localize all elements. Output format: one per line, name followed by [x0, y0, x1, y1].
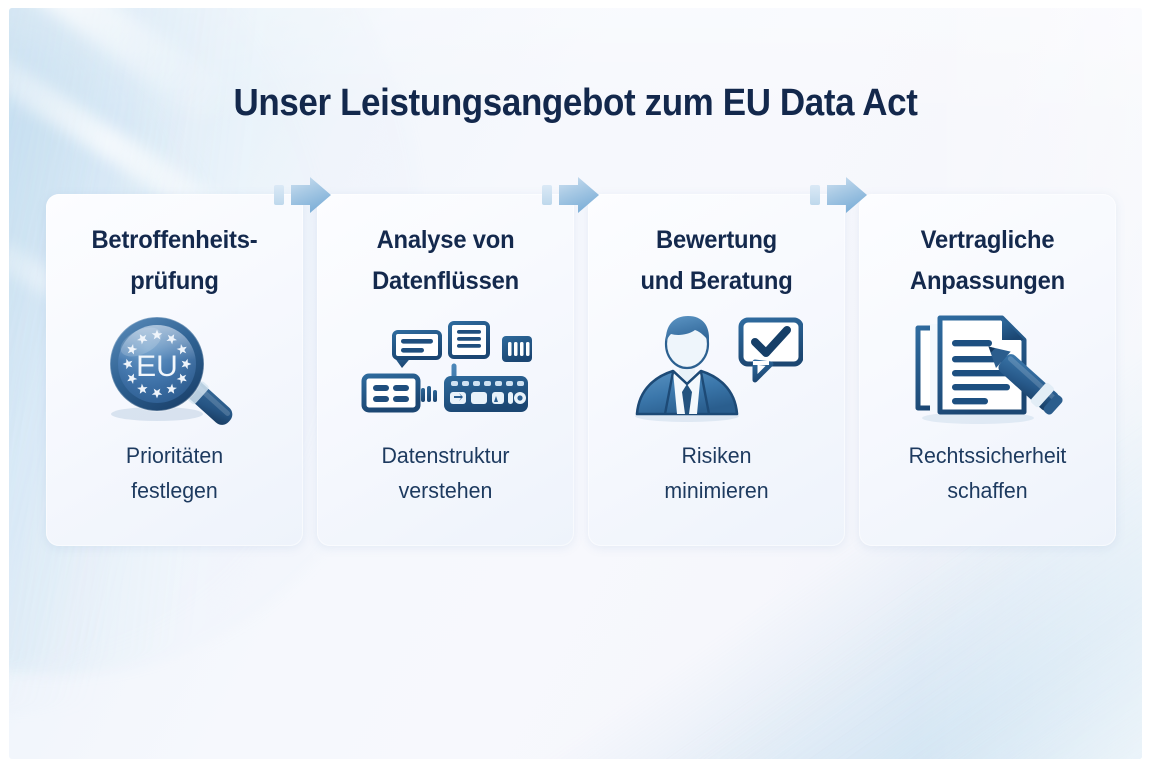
card-title-3-line1: Bewertung — [655, 226, 778, 254]
card-icon-wrap-3 — [588, 300, 845, 438]
card-title-2-line2: Datenflüssen — [372, 267, 519, 295]
card-title-4-line2: Anpassungen — [910, 267, 1065, 295]
card-title-1-line1: Betroffenheits- — [91, 226, 258, 254]
card-sub-4-line1: Rechtssicherheit — [908, 443, 1067, 468]
card-title-4-line1: Vertragliche — [920, 226, 1055, 254]
card-title-1: Betroffenheits- prüfung — [52, 220, 296, 302]
process-step-list: Betroffenheits- prüfung — [46, 194, 1116, 546]
card-sub-4-line2: schaffen — [947, 478, 1028, 503]
card-subtitle-3: Risiken minimieren — [592, 438, 841, 546]
card-subtitle-2: Datenstruktur verstehen — [321, 438, 570, 546]
card-title-2-line1: Analyse von — [376, 226, 515, 254]
card-sub-3-line1: Risiken — [681, 443, 752, 468]
card-sub-3-line2: minimieren — [664, 478, 769, 503]
process-step-card-3[interactable]: Bewertung und Beratung — [588, 194, 845, 546]
card-icon-wrap-1: EU — [46, 300, 303, 438]
document-pen-icon — [904, 310, 1072, 428]
card-title-3: Bewertung und Beratung — [594, 220, 838, 302]
card-icon-wrap-4 — [859, 300, 1116, 438]
card-subtitle-1: Prioritäten festlegen — [50, 438, 299, 546]
card-subtitle-4: Rechtssicherheit schaffen — [863, 438, 1112, 546]
card-title-1-line2: prüfung — [130, 267, 219, 295]
process-step-card-1[interactable]: Betroffenheits- prüfung — [46, 194, 303, 546]
poster-canvas: Unser Leistungsangebot zum EU Data Act B… — [9, 8, 1142, 759]
data-flow-diagram-icon — [358, 310, 534, 428]
eu-magnifier-icon: EU — [95, 310, 255, 428]
eu-icon-label: EU — [136, 350, 178, 383]
process-step-card-4[interactable]: Vertragliche Anpassungen — [859, 194, 1116, 546]
card-title-4: Vertragliche Anpassungen — [865, 220, 1109, 302]
page-title: Unser Leistungsangebot zum EU Data Act — [233, 82, 918, 124]
card-title-2: Analyse von Datenflüssen — [323, 220, 567, 302]
consultant-speech-check-icon — [631, 310, 803, 428]
card-sub-2-line1: Datenstruktur — [381, 443, 510, 468]
card-sub-2-line2: verstehen — [398, 478, 493, 503]
process-step-card-2[interactable]: Analyse von Datenflüssen — [317, 194, 574, 546]
card-title-3-line2: und Beratung — [640, 267, 793, 295]
card-icon-wrap-2 — [317, 300, 574, 438]
card-sub-1-line1: Prioritäten — [125, 443, 224, 468]
card-sub-1-line2: festlegen — [131, 478, 218, 503]
